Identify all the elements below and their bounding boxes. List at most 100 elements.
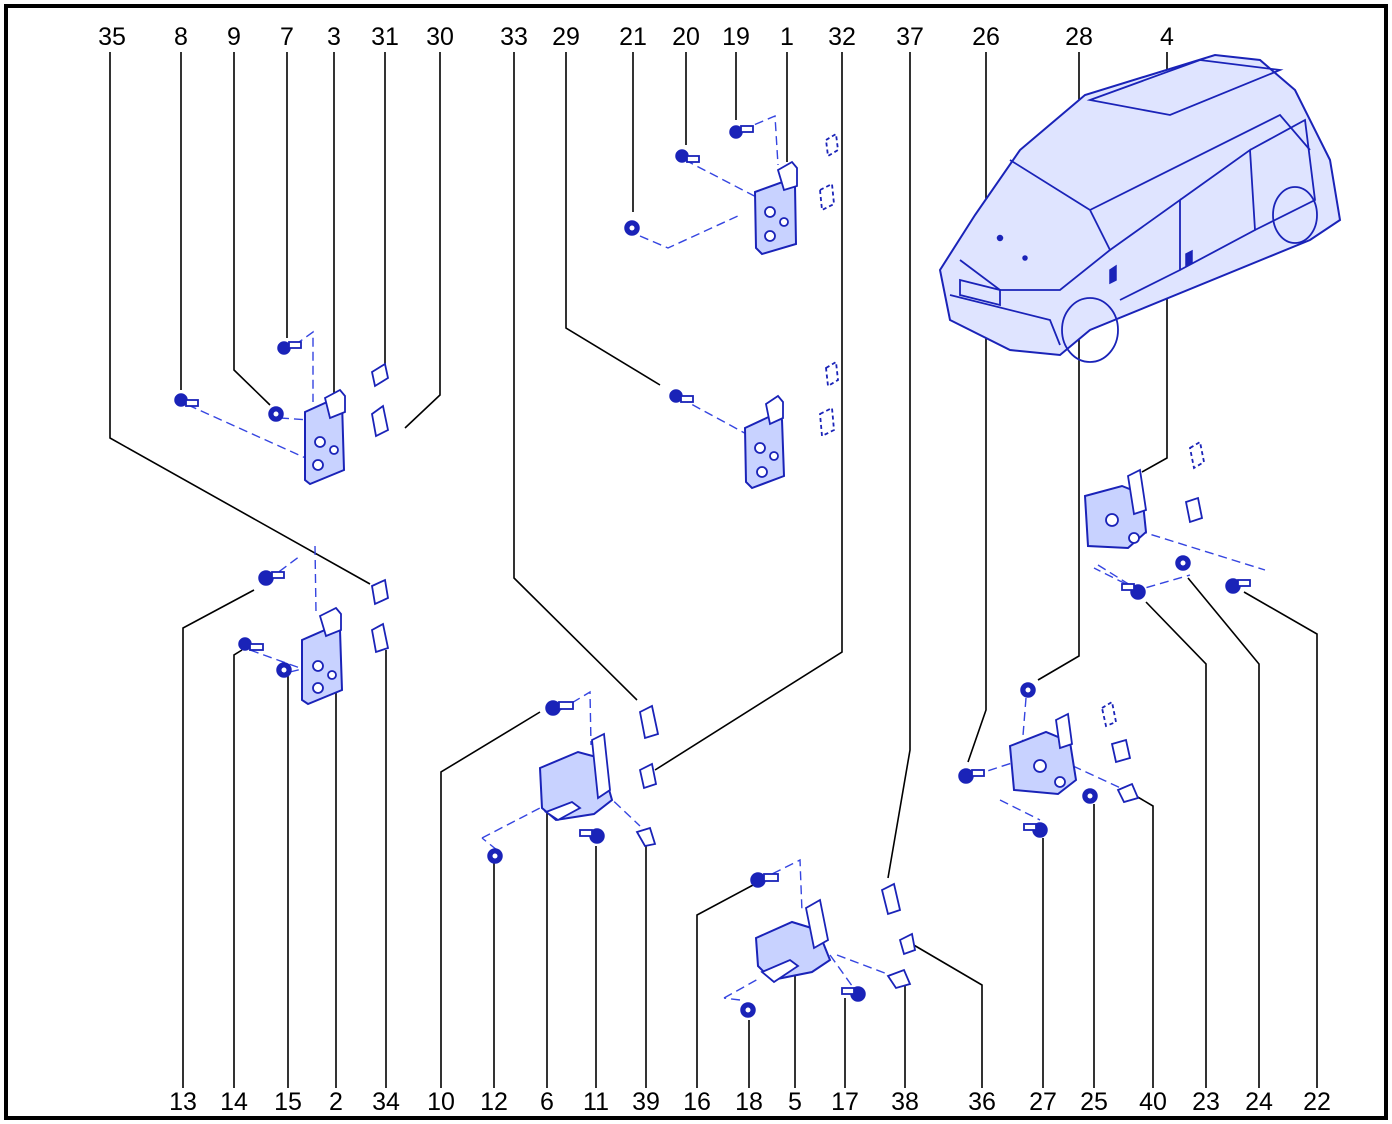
leader-36 (911, 943, 983, 1088)
label-17: 17 (831, 1088, 859, 1116)
label-33: 33 (500, 23, 528, 51)
diagram-border (4, 4, 1388, 1120)
leader-16 (696, 883, 756, 1088)
bottom-labels: 13 14 15 2 34 10 12 6 11 39 16 18 5 17 3… (169, 1088, 1331, 1116)
hinge-1 (753, 160, 798, 256)
label-21: 21 (619, 23, 647, 51)
vehicle-illustration (938, 53, 1342, 363)
top-labels: 35 8 9 7 3 31 30 33 29 21 20 19 1 32 37 … (98, 23, 1174, 51)
leader-33 (513, 52, 638, 701)
label-31: 31 (371, 23, 399, 51)
check-strap-5 (754, 898, 832, 984)
bolt-16 (750, 872, 779, 888)
nut-18 (740, 1002, 756, 1018)
bolt-14 (238, 637, 264, 651)
roller-28 (1008, 712, 1078, 796)
label-6: 6 (540, 1088, 554, 1116)
bolt-22 (1225, 578, 1251, 594)
label-32: 32 (828, 23, 856, 51)
bolt-8 (174, 393, 199, 407)
shim-28b (1110, 738, 1132, 764)
shim-1b (819, 182, 835, 212)
label-39: 39 (632, 1088, 660, 1116)
nut-25 (1082, 788, 1098, 804)
shim-34 (370, 622, 390, 654)
shim-35 (370, 578, 390, 606)
label-15: 15 (274, 1088, 302, 1116)
leader-40 (1135, 795, 1154, 1088)
leader-35 (109, 52, 371, 585)
shim-37 (880, 882, 902, 916)
shim-31 (370, 362, 390, 388)
label-24: 24 (1245, 1088, 1273, 1116)
check-strap-6 (538, 732, 614, 822)
clip-40 (1116, 782, 1140, 804)
label-20: 20 (672, 23, 700, 51)
label-35: 35 (98, 23, 126, 51)
label-9: 9 (227, 23, 241, 51)
shim-36 (898, 932, 917, 956)
roller-4 (1083, 468, 1148, 550)
label-12: 12 (480, 1088, 508, 1116)
label-11: 11 (583, 1088, 609, 1116)
bolt-11 (579, 828, 605, 844)
label-10: 10 (427, 1088, 455, 1116)
label-1: 1 (780, 23, 794, 51)
leader-22 (1243, 591, 1318, 1088)
hinge-29 (743, 394, 786, 490)
nut-9 (268, 406, 284, 422)
leader-26 (967, 52, 987, 763)
label-36: 36 (968, 1088, 996, 1116)
label-34: 34 (372, 1088, 400, 1116)
nut-21 (624, 220, 640, 236)
shim-28a (1100, 700, 1118, 728)
label-37: 37 (896, 23, 924, 51)
label-26: 26 (972, 23, 1000, 51)
bolt-20 (675, 149, 700, 163)
label-22: 22 (1303, 1088, 1331, 1116)
leader-23 (1145, 601, 1207, 1088)
shim-33 (638, 704, 660, 740)
hinge-3 (304, 388, 346, 486)
hinge-2 (301, 606, 344, 706)
label-8: 8 (174, 23, 188, 51)
clip-38 (886, 968, 912, 990)
leader-30 (404, 52, 441, 429)
leader-13 (182, 589, 255, 1088)
label-18: 18 (735, 1088, 763, 1116)
shim-29a (825, 360, 839, 388)
label-28: 28 (1065, 23, 1093, 51)
bolt-27 (1023, 822, 1048, 838)
label-27: 27 (1029, 1088, 1057, 1116)
bolt-10 (545, 700, 574, 716)
shim-1a (825, 132, 839, 158)
label-7: 7 (280, 23, 294, 51)
label-29: 29 (552, 23, 580, 51)
leader-32 (654, 52, 843, 771)
leader-37 (887, 52, 911, 879)
leader-9 (233, 52, 271, 406)
bolt-29 (669, 389, 694, 403)
shim-4b (1184, 496, 1204, 524)
label-3: 3 (327, 23, 341, 51)
shim-4a (1188, 440, 1206, 470)
bolt-7 (277, 341, 302, 355)
bolt-26 (958, 768, 985, 784)
nut-28 (1020, 682, 1036, 698)
clip-39 (635, 826, 657, 848)
label-38: 38 (891, 1088, 919, 1116)
shim-32 (638, 762, 658, 790)
label-2: 2 (329, 1088, 343, 1116)
bolt-23 (1121, 583, 1146, 600)
nut-24 (1175, 555, 1191, 571)
bolt-17 (841, 986, 866, 1002)
label-5: 5 (788, 1088, 802, 1116)
label-4: 4 (1160, 23, 1174, 51)
label-16: 16 (683, 1088, 711, 1116)
shim-29b (819, 406, 835, 438)
shim-30 (371, 404, 390, 438)
nut-12 (487, 848, 503, 864)
bolt-19 (729, 125, 754, 139)
label-19: 19 (722, 23, 750, 51)
leader-10 (440, 711, 541, 1088)
